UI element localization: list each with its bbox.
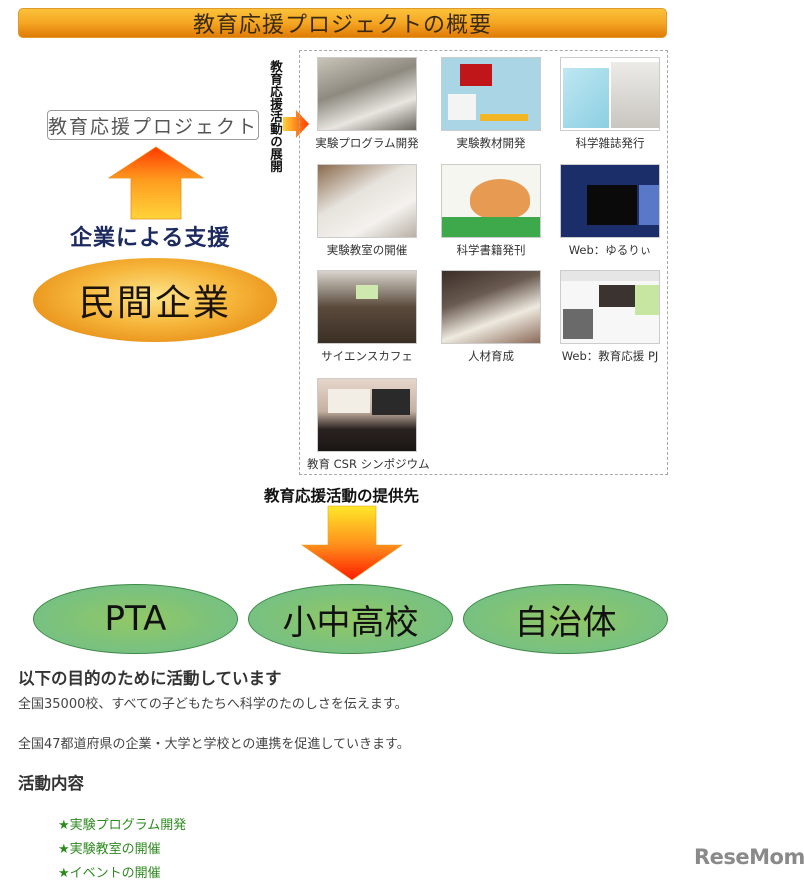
grid-item: 科学雑誌発行 [550,57,670,151]
web-project-screenshot [560,270,660,344]
grid-item: 実験教材開発 [431,57,551,151]
arrow-right-icon [283,110,309,138]
recipient-label: 小中高校 [282,602,419,643]
private-company-ellipse: 民間企業 [33,258,277,342]
recipient-pta: PTA [33,584,238,654]
lab-materials-photo [441,57,541,131]
grid-item: 実験教室の開催 [307,164,427,258]
support-text: 企業による支援 [70,225,231,251]
lab-program-photo [317,57,417,131]
grid-caption: 実験教室の開催 [326,243,408,257]
activity-item: ★実験プログラム開発 [58,818,187,833]
activities-heading: 活動内容 [18,774,84,793]
activity-item: ★イベントの開催 [58,866,161,881]
grid-item: 実験プログラム開発 [307,57,427,151]
grid-caption: サイエンスカフェ [321,349,413,363]
grid-item: Web：教育応援 PJ [550,270,670,364]
grid-caption: 人材育成 [468,349,514,363]
grid-caption: 実験プログラム開発 [315,136,419,150]
purpose-line: 全国35000校、すべての子どもたちへ科学のたのしさを伝えます。 [18,697,408,712]
arrow-up-icon [108,146,204,220]
grid-caption: Web：教育応援 PJ [561,349,659,363]
grid-item: Web：ゆるりぃ [550,164,670,258]
grid-item: 科学書籍発刊 [431,164,551,258]
title-bar: 教育応援プロジェクトの概要 [18,8,667,38]
recipient-label: PTA [104,599,167,639]
grid-caption: Web：ゆるりぃ [568,243,652,257]
grid-caption: 教育 CSR シンポジウム [307,457,430,471]
lab-class-photo [317,164,417,238]
activities-photo-grid: 実験プログラム開発 実験教材開発 科学雑誌発行 実験教室の開催 科学書籍発刊 W… [299,50,668,475]
csr-symposium-photo [317,378,417,452]
arrow-down-icon [301,505,403,581]
vertical-activity-label: 教育応援活動の展開 [268,60,283,173]
activity-item: ★実験教室の開催 [58,842,161,857]
purpose-heading: 以下の目的のために活動しています [18,669,282,688]
science-magazine-photo [560,57,660,131]
project-label-box: 教育応援プロジェクト [47,110,259,140]
web-yururii-screenshot [560,164,660,238]
recipients-label: 教育応援活動の提供先 [264,487,420,505]
page-title: 教育応援プロジェクトの概要 [192,13,492,38]
grid-item: サイエンスカフェ [307,270,427,364]
recipient-label: 自治体 [514,602,617,643]
grid-caption: 実験教材開発 [456,136,526,150]
grid-caption: 科学書籍発刊 [456,243,526,257]
project-label: 教育応援プロジェクト [48,115,259,138]
recipient-municipalities: 自治体 [463,584,668,654]
resemom-logo: ReseMom [694,845,804,869]
science-book-photo [441,164,541,238]
grid-item: 教育 CSR シンポジウム [307,378,430,472]
training-photo [441,270,541,344]
grid-item: 人材育成 [431,270,551,364]
purpose-line: 全国47都道府県の企業・大学と学校との連携を促進していきます。 [18,737,410,752]
science-cafe-photo [317,270,417,344]
company-label: 民間企業 [78,283,231,324]
grid-caption: 科学雑誌発行 [575,136,645,150]
recipient-schools: 小中高校 [248,584,453,654]
